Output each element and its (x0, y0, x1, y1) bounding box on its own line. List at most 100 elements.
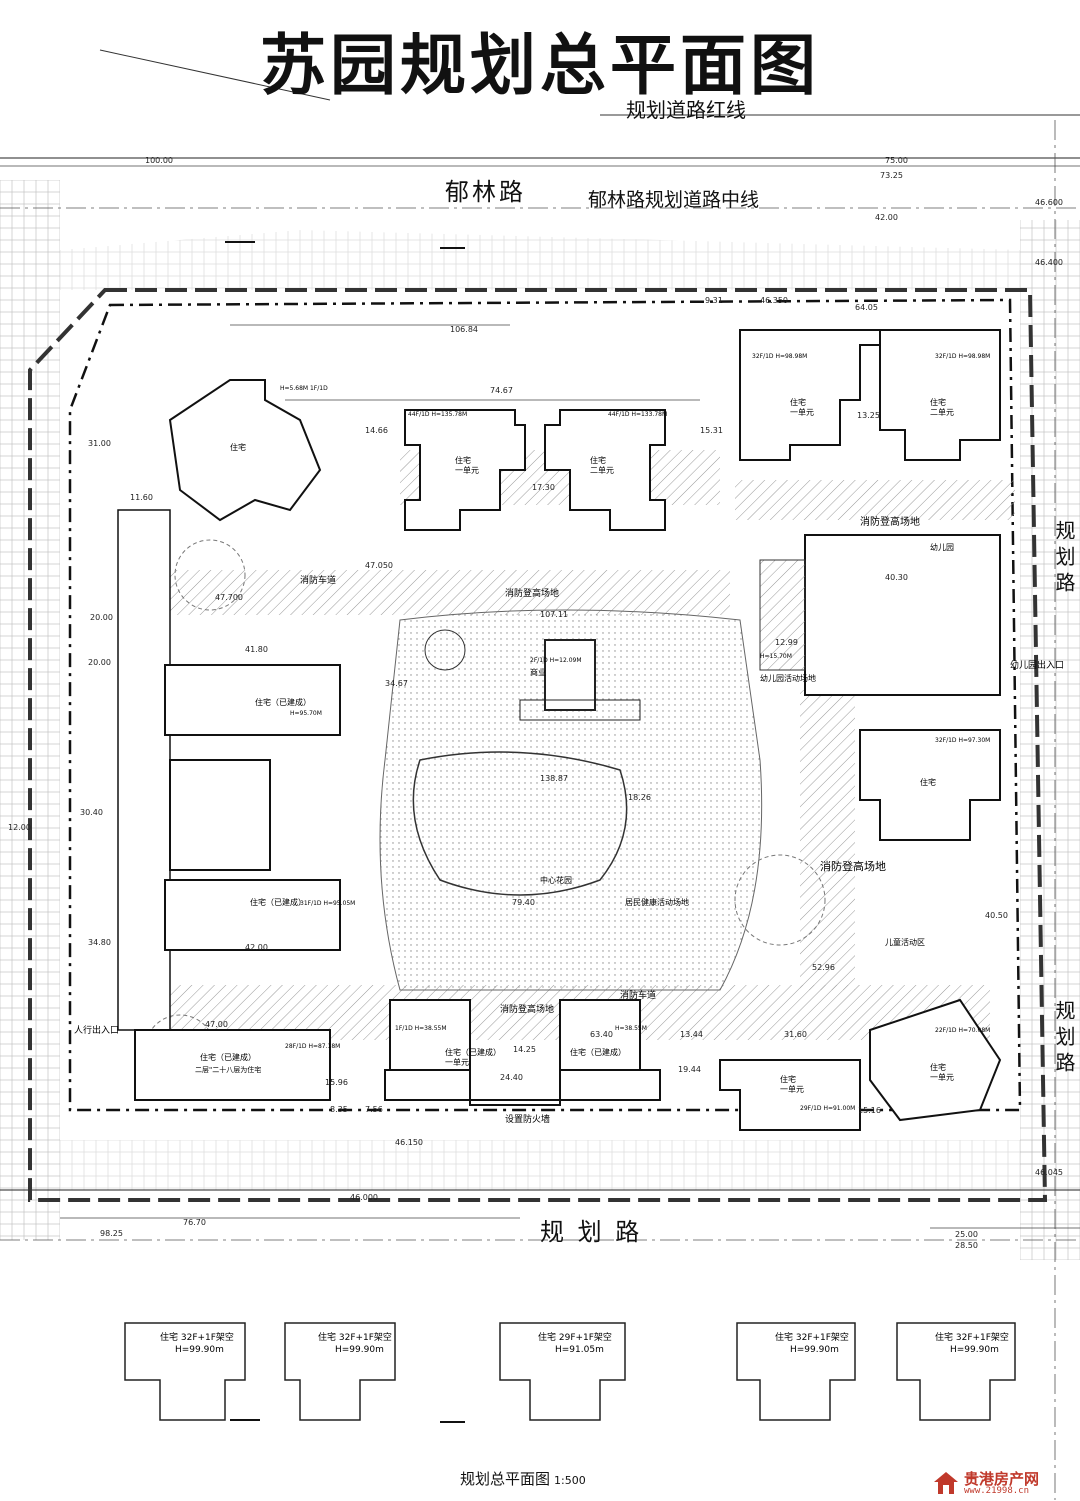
label-kids: 儿童活动区 (885, 937, 925, 947)
bldg-b13-h: 32F/1D H=97.30M (935, 737, 990, 744)
bldg-b2-h: 44F/1D H=133.78M (608, 411, 667, 418)
label-fire-climb-4: 消防登高场地 (500, 1003, 554, 1015)
bldg-b1-label: 住宅 (455, 455, 471, 465)
dim-48: 15.16 (858, 1106, 881, 1115)
bldg-b12-sub: 一单元 (930, 1072, 954, 1082)
unit-2-label: 住宅 32F+1F架空 (318, 1331, 392, 1343)
subtitle-redline: 规划道路红线 (626, 98, 746, 122)
dimension-numbers: 100.00 75.00 73.25 42.00 106.84 74.67 64… (8, 156, 1063, 1250)
unit-4-label: 住宅 32F+1F架空 (775, 1331, 849, 1343)
dim-2: 73.25 (880, 171, 903, 180)
dim-23: 76.70 (183, 1218, 206, 1227)
bldg-b11-sub: 一单元 (780, 1084, 804, 1094)
road-centerline-north: 郁林路规划道路中线 (588, 189, 760, 211)
bldg-b8-h: 28F/1D H=87.18M (285, 1043, 340, 1050)
dim-7: 9.31 (705, 296, 723, 305)
bldg-b6-label: 住宅（已建成） (255, 697, 311, 707)
bldg-b12-h: 22F/1D H=70.08M (935, 1027, 990, 1034)
bldg-b6-h: H=95.70M (290, 710, 322, 717)
pavilion-west (424, 629, 466, 671)
dim-15: 40.30 (885, 573, 908, 582)
turning-circle-nw (174, 539, 246, 611)
south-paving-grid (60, 1140, 1040, 1190)
dim-29: 47.700 (215, 593, 243, 602)
dim-12: 31.00 (88, 439, 111, 448)
bldg-b14-label: 幼儿园 (930, 542, 954, 552)
dim-9: 17.30 (532, 483, 555, 492)
bldg-b3-sub: 一单元 (790, 407, 814, 417)
dim-31: 46.600 (1035, 198, 1063, 207)
garden-pond (412, 751, 628, 896)
fire-lane-north (170, 570, 730, 615)
label-kinder-entrance: 幼儿园出入口 (1010, 659, 1064, 671)
garden-pavilion (544, 639, 596, 711)
north-paving-grid (60, 230, 1020, 290)
tower-south-a (389, 999, 471, 1071)
dim-30: 47.050 (365, 561, 393, 570)
label-entrance: 人行出入口 (74, 1024, 119, 1036)
label-center-garden: 中心花园 (540, 875, 572, 885)
dim-36: 30.40 (80, 808, 103, 817)
tower-44f-1 (404, 409, 526, 531)
tower-south-2 (719, 1059, 861, 1131)
tower-ne-1 (739, 329, 881, 461)
dim-40: 12.99 (775, 638, 798, 647)
bldg-b4-label: 住宅 (930, 397, 946, 407)
label-fire-pool: 设置防火墙 (505, 1113, 550, 1125)
dim-14: 41.80 (245, 645, 268, 654)
dim-16: 107.11 (540, 610, 568, 619)
tower-nw (168, 379, 322, 522)
dim-3: 42.00 (875, 213, 898, 222)
unit-3-h: H=91.05m (555, 1345, 604, 1355)
bldg-b11-label: 住宅 (780, 1074, 796, 1084)
dim-52: 20.00 (88, 658, 111, 667)
dim-24: 98.25 (100, 1229, 123, 1238)
label-fitness: 居民健康活动场地 (625, 897, 689, 907)
fire-climb-east (800, 690, 855, 990)
dim-18: 138.87 (540, 774, 568, 783)
dim-0: 100.00 (145, 156, 173, 165)
dim-41: 18.26 (628, 793, 651, 802)
bldg-b9-h: 1F/1D H=38.55M (395, 1025, 447, 1032)
unit-2-h: H=99.90m (335, 1345, 384, 1355)
dim-8: 14.66 (365, 426, 388, 435)
label-fire-climb-1: 消防登高场地 (505, 587, 559, 599)
bldg-b1-h: 44F/1D H=135.78M (408, 411, 467, 418)
logo-url: www.21998.cn (964, 1486, 1030, 1496)
dim-32: 46.400 (1035, 258, 1063, 267)
site-boundary (28, 288, 1048, 1202)
central-garden (379, 609, 763, 991)
dim-28: 46.150 (395, 1138, 423, 1147)
kids-play-circle (734, 854, 826, 946)
house-icon (934, 1472, 958, 1494)
garden-bridge (519, 699, 641, 721)
bldg-b3-label: 住宅 (790, 397, 806, 407)
building-setback-line (68, 298, 1022, 1112)
bldg-b5-label: 住宅 (230, 442, 246, 452)
logo-brand: 贵港房产网 (964, 1470, 1040, 1488)
tower-sw (134, 1029, 331, 1101)
bldg-b7-h: 31F/1D H=95.05M (300, 900, 355, 907)
redline-left (99, 49, 331, 101)
bldg-b14-h: H=15.70M (760, 653, 792, 660)
watermark-logo: 贵港房产网 www.21998.cn (926, 1468, 1076, 1500)
tower-west-1 (164, 664, 341, 736)
bldg-b10-h: H=38.55M (615, 1025, 647, 1032)
dim-47: 19.44 (678, 1065, 701, 1074)
tower-se (869, 998, 1002, 1122)
road-name-north: 郁林路 (445, 178, 526, 206)
dim-25: 25.00 (955, 1230, 978, 1239)
bldg-b9-label: 住宅（已建成） (445, 1047, 501, 1057)
east-paving-grid (1020, 220, 1080, 1260)
dim-5: 74.67 (490, 386, 513, 395)
dim-42: 79.40 (512, 898, 535, 907)
road-name-east-1: 规划路 (1052, 520, 1076, 598)
bldg-b8-sub: 二层"二十八层为住宅 (195, 1065, 261, 1074)
west-commercial-strip (117, 509, 171, 1031)
tower-south-b (559, 999, 641, 1071)
bldg-b2-label: 住宅 (590, 455, 606, 465)
dim-17: 34.67 (385, 679, 408, 688)
bldg-b2-sub: 二单元 (590, 465, 614, 475)
